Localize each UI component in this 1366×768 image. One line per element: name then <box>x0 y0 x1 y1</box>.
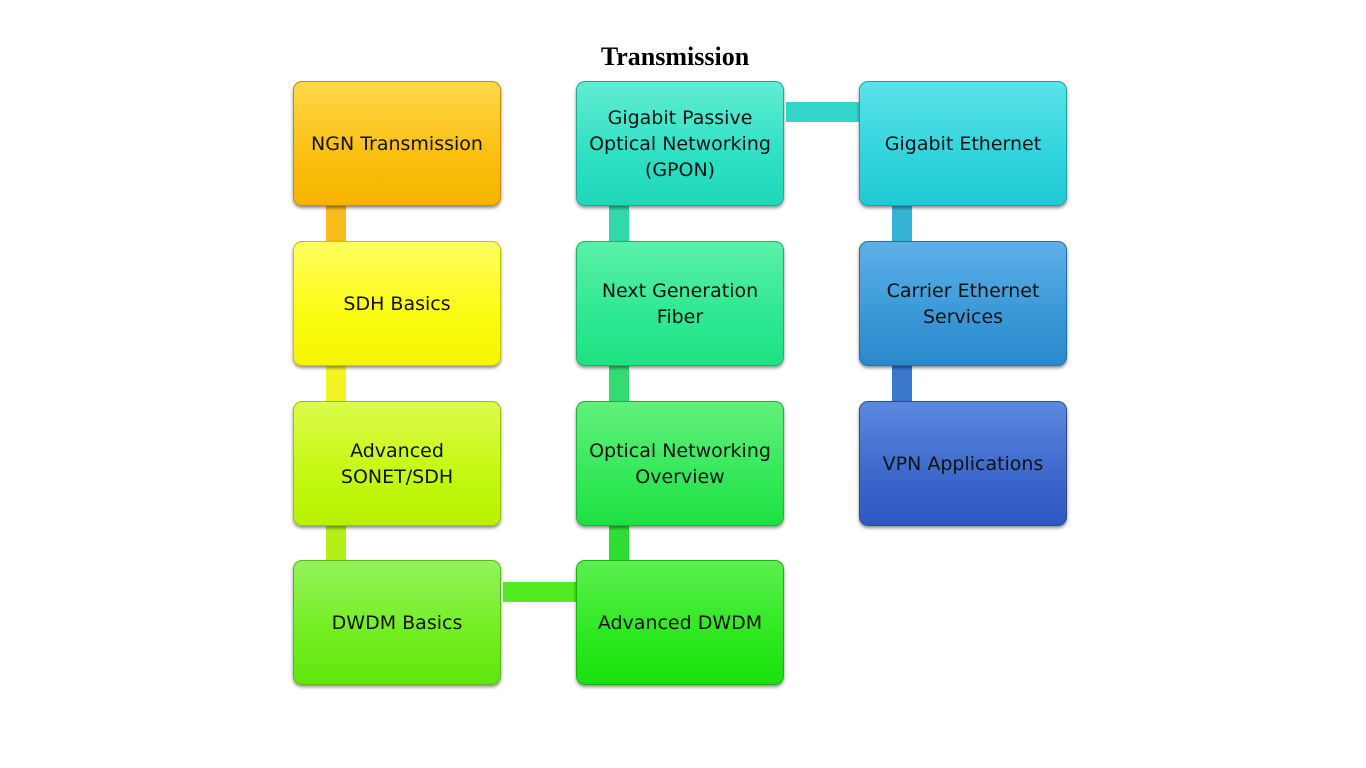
connector-carrier-vpn <box>892 366 912 402</box>
node-label: Gigabit Passive Optical Networking (GPON… <box>589 106 771 181</box>
node-label: VPN Applications <box>882 452 1044 475</box>
node-label: Advanced DWDM <box>597 611 763 634</box>
node-label: NGN Transmission <box>311 132 483 155</box>
node-vpn-applications: VPN Applications <box>859 401 1067 526</box>
node-advanced-sonet-sdh: Advanced SONET/SDH <box>293 401 501 526</box>
node-label: Advanced SONET/SDH <box>340 439 454 488</box>
node-gigabit-ethernet: Gigabit Ethernet <box>859 81 1067 206</box>
connector-gpon-gige <box>786 102 862 122</box>
connector-dwdm-advdwdm <box>503 582 579 602</box>
connector-gige-carrier <box>892 206 912 242</box>
node-next-generation-fiber: Next Generation Fiber <box>576 241 784 366</box>
connector-optical-nextgen <box>609 366 629 402</box>
diagram-title: Transmission <box>600 42 750 71</box>
connector-advdwdm-optical <box>609 525 629 561</box>
node-label: SDH Basics <box>343 292 451 315</box>
node-advanced-dwdm: Advanced DWDM <box>576 560 784 685</box>
node-label: Gigabit Ethernet <box>884 132 1042 155</box>
node-gpon: Gigabit Passive Optical Networking (GPON… <box>576 81 784 206</box>
node-ngn-transmission: NGN Transmission <box>293 81 501 206</box>
connector-ngn-sdh <box>326 206 346 242</box>
node-label: Next Generation Fiber <box>601 279 759 328</box>
node-label: Carrier Ethernet Services <box>886 279 1040 328</box>
connector-sdh-sonet <box>326 366 346 402</box>
node-label: DWDM Basics <box>331 611 463 634</box>
connector-sonet-dwdm <box>326 525 346 561</box>
node-carrier-ethernet-services: Carrier Ethernet Services <box>859 241 1067 366</box>
node-dwdm-basics: DWDM Basics <box>293 560 501 685</box>
connector-nextgen-gpon <box>609 206 629 242</box>
node-label: Optical Networking Overview <box>589 439 771 488</box>
node-optical-networking-overview: Optical Networking Overview <box>576 401 784 526</box>
node-sdh-basics: SDH Basics <box>293 241 501 366</box>
